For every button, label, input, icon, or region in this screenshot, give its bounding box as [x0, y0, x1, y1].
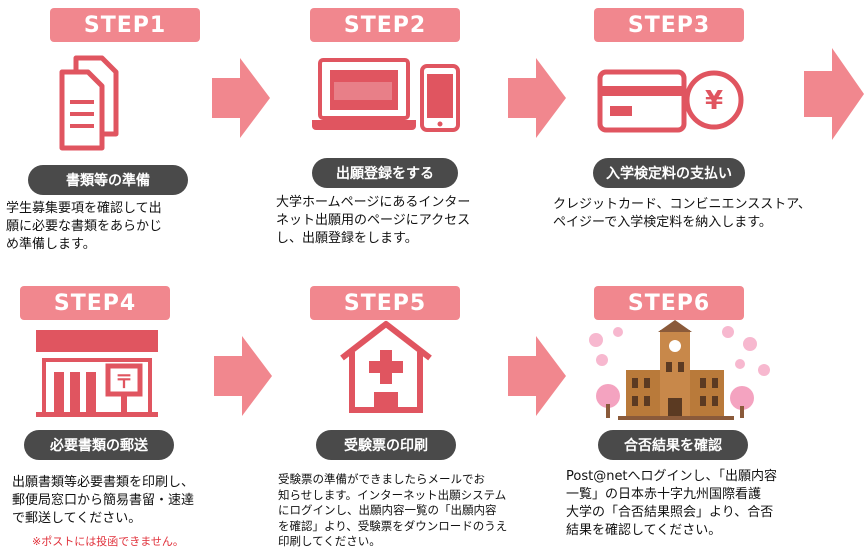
step5-desc: 受験票の準備ができましたらメールでお 知らせします。インターネット出願システム … [278, 472, 508, 548]
step4-desc: 出願書類等必要書類を印刷し、 郵便局窓口から簡易書留・速達 で郵送してください。 [12, 475, 195, 526]
step5-badge: STEP5 [310, 286, 460, 320]
step5-title: 受験票の印刷 [316, 430, 456, 460]
step1-title: 書類等の準備 [28, 165, 188, 195]
step4-badge: STEP4 [20, 286, 170, 320]
arrow-right-icon [804, 48, 864, 140]
step1-badge: STEP1 [50, 8, 200, 42]
laptop-phone-icon [312, 58, 460, 132]
arrow-right-icon [212, 58, 270, 138]
step2-badge: STEP2 [310, 8, 460, 42]
step3-desc: クレジットカード、コンビニエンスストア、 ペイジーで入学検定料を納入します。 [553, 197, 811, 230]
post-office-icon: 〒 [36, 330, 158, 417]
step1-desc: 学生募集要項を確認して出 願に必要な書類をあらかじ め準備します。 [6, 201, 163, 252]
step6-title: 合否結果を確認 [598, 430, 748, 460]
step4-title: 必要書類の郵送 [24, 430, 174, 460]
hospital-icon [340, 321, 432, 413]
step3-badge: STEP3 [594, 8, 744, 42]
step4-note: ※ポストには投函できません。 [32, 535, 184, 548]
arrow-right-icon [508, 336, 566, 416]
arrow-right-icon [214, 336, 272, 416]
step3-title: 入学検定料の支払い [593, 158, 745, 188]
step6-desc: Post@netへログインし、「出願内容 一覧」の日本赤十字九州国際看護 大学の… [566, 469, 778, 538]
documents-icon [59, 55, 119, 151]
university-icon [589, 320, 770, 420]
arrow-right-icon [508, 58, 566, 138]
step6-badge: STEP6 [594, 286, 744, 320]
card-yen-icon: ¥ [597, 69, 744, 133]
step2-desc: 大学ホームページにあるインター ネット出願用のページにアクセス し、出願登録をし… [276, 195, 471, 246]
svg-text:〒: 〒 [115, 372, 133, 393]
svg-text:¥: ¥ [705, 86, 723, 116]
step2-title: 出願登録をする [312, 158, 458, 188]
